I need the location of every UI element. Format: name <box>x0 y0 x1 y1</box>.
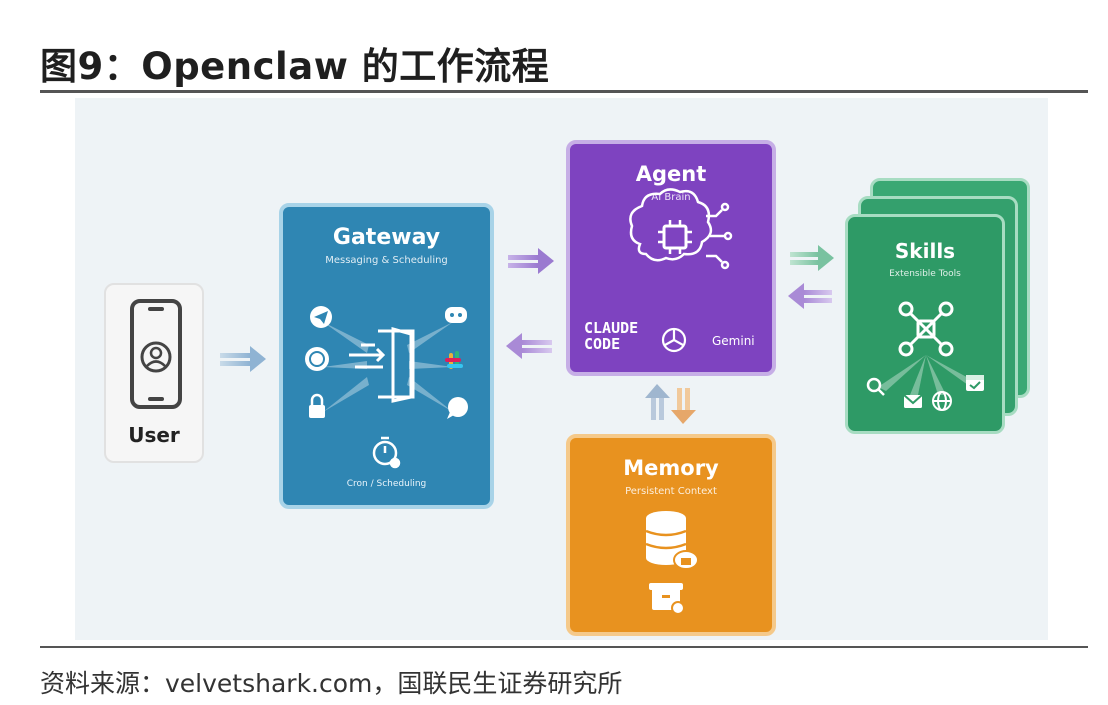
brain-chip-icon <box>629 188 733 270</box>
door-icon <box>349 327 415 403</box>
gateway-node: Gateway Messaging & Scheduling <box>279 203 494 509</box>
user-node: User <box>104 283 204 463</box>
figure-title: 图9：Openclaw 的工作流程 <box>40 45 550 88</box>
globe-icon <box>932 391 952 411</box>
gateway-subtitle: Messaging & Scheduling <box>325 255 448 266</box>
skills-illustration <box>866 301 984 411</box>
arrow-skills-to-agent <box>788 283 832 309</box>
skills-title: Skills <box>894 239 956 263</box>
whatsapp-icon <box>305 347 329 371</box>
skills-subtitle: Extensible Tools <box>889 269 961 279</box>
gateway-footer: Cron / Scheduling <box>346 479 427 489</box>
arrow-gateway-to-agent <box>508 248 554 274</box>
user-label: User <box>128 423 180 447</box>
slack-icon <box>445 351 463 369</box>
source-rule <box>40 646 1088 648</box>
mail-icon <box>903 394 923 408</box>
claude-code-logo: CLAUDE CODE <box>584 320 638 352</box>
discord-icon <box>445 307 467 323</box>
arrow-agent-to-gateway <box>506 333 552 359</box>
skills-node: Skills Extensible Tools <box>845 214 1005 434</box>
lock-icon <box>309 393 325 418</box>
gateway-illustration <box>305 306 468 469</box>
telegram-icon <box>310 306 332 328</box>
arrow-memory-to-agent <box>645 384 670 420</box>
memory-subtitle: Persistent Context <box>625 486 717 497</box>
archive-box-icon <box>649 583 685 615</box>
tools-icon <box>898 301 954 357</box>
memory-illustration <box>645 511 699 615</box>
openai-icon <box>661 327 687 353</box>
chat-bubble-icon <box>447 397 468 419</box>
title-rule <box>40 90 1088 93</box>
arrow-agent-to-skills <box>790 245 834 271</box>
agent-node: Agent AI Brain CLAUDE CODE Gemini <box>566 140 776 376</box>
smartphone-user-icon <box>130 299 182 409</box>
calendar-icon <box>966 375 984 391</box>
figure-source: 资料来源：velvetshark.com，国联民生证券研究所 <box>40 669 623 698</box>
stopwatch-icon <box>372 436 401 469</box>
database-icon <box>645 511 699 570</box>
arrow-agent-to-memory <box>671 388 696 424</box>
claude-logo-line2: CODE <box>584 335 621 353</box>
memory-title: Memory <box>623 456 719 480</box>
arrow-user-to-gateway <box>220 346 266 372</box>
gateway-title: Gateway <box>332 225 441 250</box>
agent-subtitle: AI Brain <box>651 192 691 203</box>
memory-node: Memory Persistent Context <box>566 434 776 636</box>
gemini-logo: Gemini <box>712 334 755 348</box>
agent-title: Agent <box>635 162 707 186</box>
search-icon <box>866 377 885 396</box>
claude-logo-line1: CLAUDE <box>584 319 639 337</box>
